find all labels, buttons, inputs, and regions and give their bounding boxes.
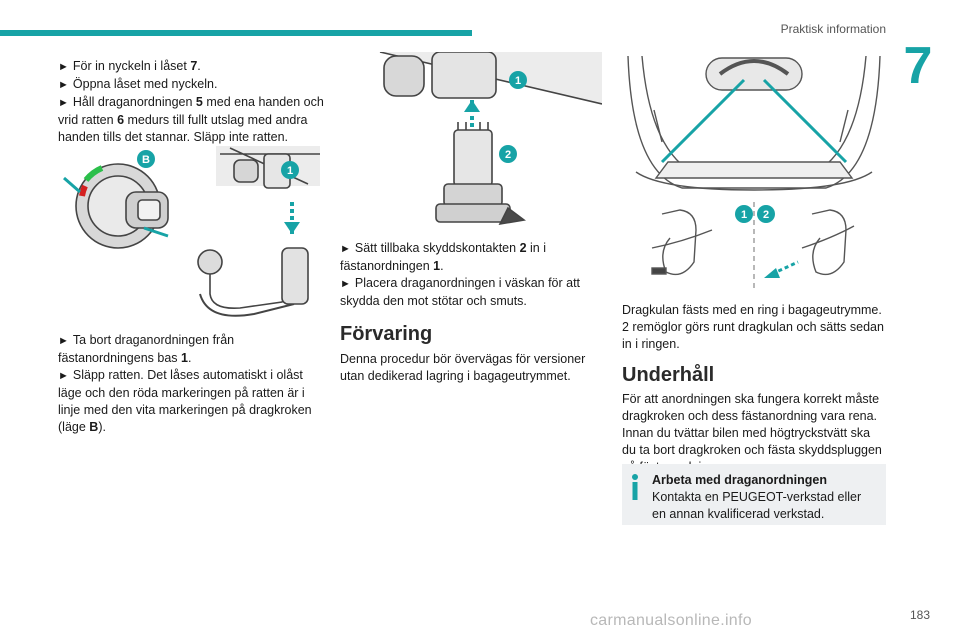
triangle-arrow-icon: ►: [340, 278, 351, 290]
figure-protective-plug: 1 2: [379, 52, 602, 226]
section-heading-storage: Förvaring: [340, 323, 433, 345]
header-accent-bar: [0, 30, 472, 36]
figure-label-2: 2: [505, 149, 511, 161]
figure-label-1: 1: [741, 209, 747, 221]
figure-label-1: 1: [515, 75, 521, 87]
col1-bottom-text: ►Ta bort draganordningen från fästanordn…: [58, 333, 312, 434]
section-heading-maintenance: Underhåll: [622, 364, 715, 386]
triangle-arrow-icon: ►: [58, 61, 69, 73]
triangle-arrow-icon: ►: [58, 335, 69, 347]
figure-trunk-ring: 1 2: [627, 55, 881, 292]
figure-label-2: 2: [763, 209, 769, 221]
info-box: Arbeta med draganordningen Kontakta en P…: [622, 464, 886, 525]
triangle-arrow-icon: ►: [340, 243, 351, 255]
chapter-number: 7: [903, 37, 933, 95]
col3-text: Dragkulan fästs med en ring i bagageutry…: [622, 302, 886, 476]
watermark: carmanualsonline.info: [590, 612, 752, 629]
triangle-arrow-icon: ►: [58, 97, 69, 109]
section-title: Praktisk information: [780, 22, 886, 36]
triangle-arrow-icon: ►: [58, 370, 69, 382]
col1-top-text: ►För in nyckeln i låset 7. ►Öppna låset …: [58, 59, 324, 144]
info-title: Arbeta med draganordningen: [652, 473, 828, 487]
figure-remove-towbar: B 1: [63, 146, 320, 317]
info-icon: [632, 474, 638, 500]
page-number: 183: [909, 608, 930, 622]
figure-label-b: B: [142, 154, 150, 166]
figure-label-1: 1: [287, 165, 293, 177]
triangle-arrow-icon: ►: [58, 79, 69, 91]
col2-text: ►Sätt tillbaka skyddskontakten 2 in i fä…: [340, 240, 602, 385]
info-text: Kontakta en PEUGEOT-verkstad eller en an…: [652, 490, 862, 521]
